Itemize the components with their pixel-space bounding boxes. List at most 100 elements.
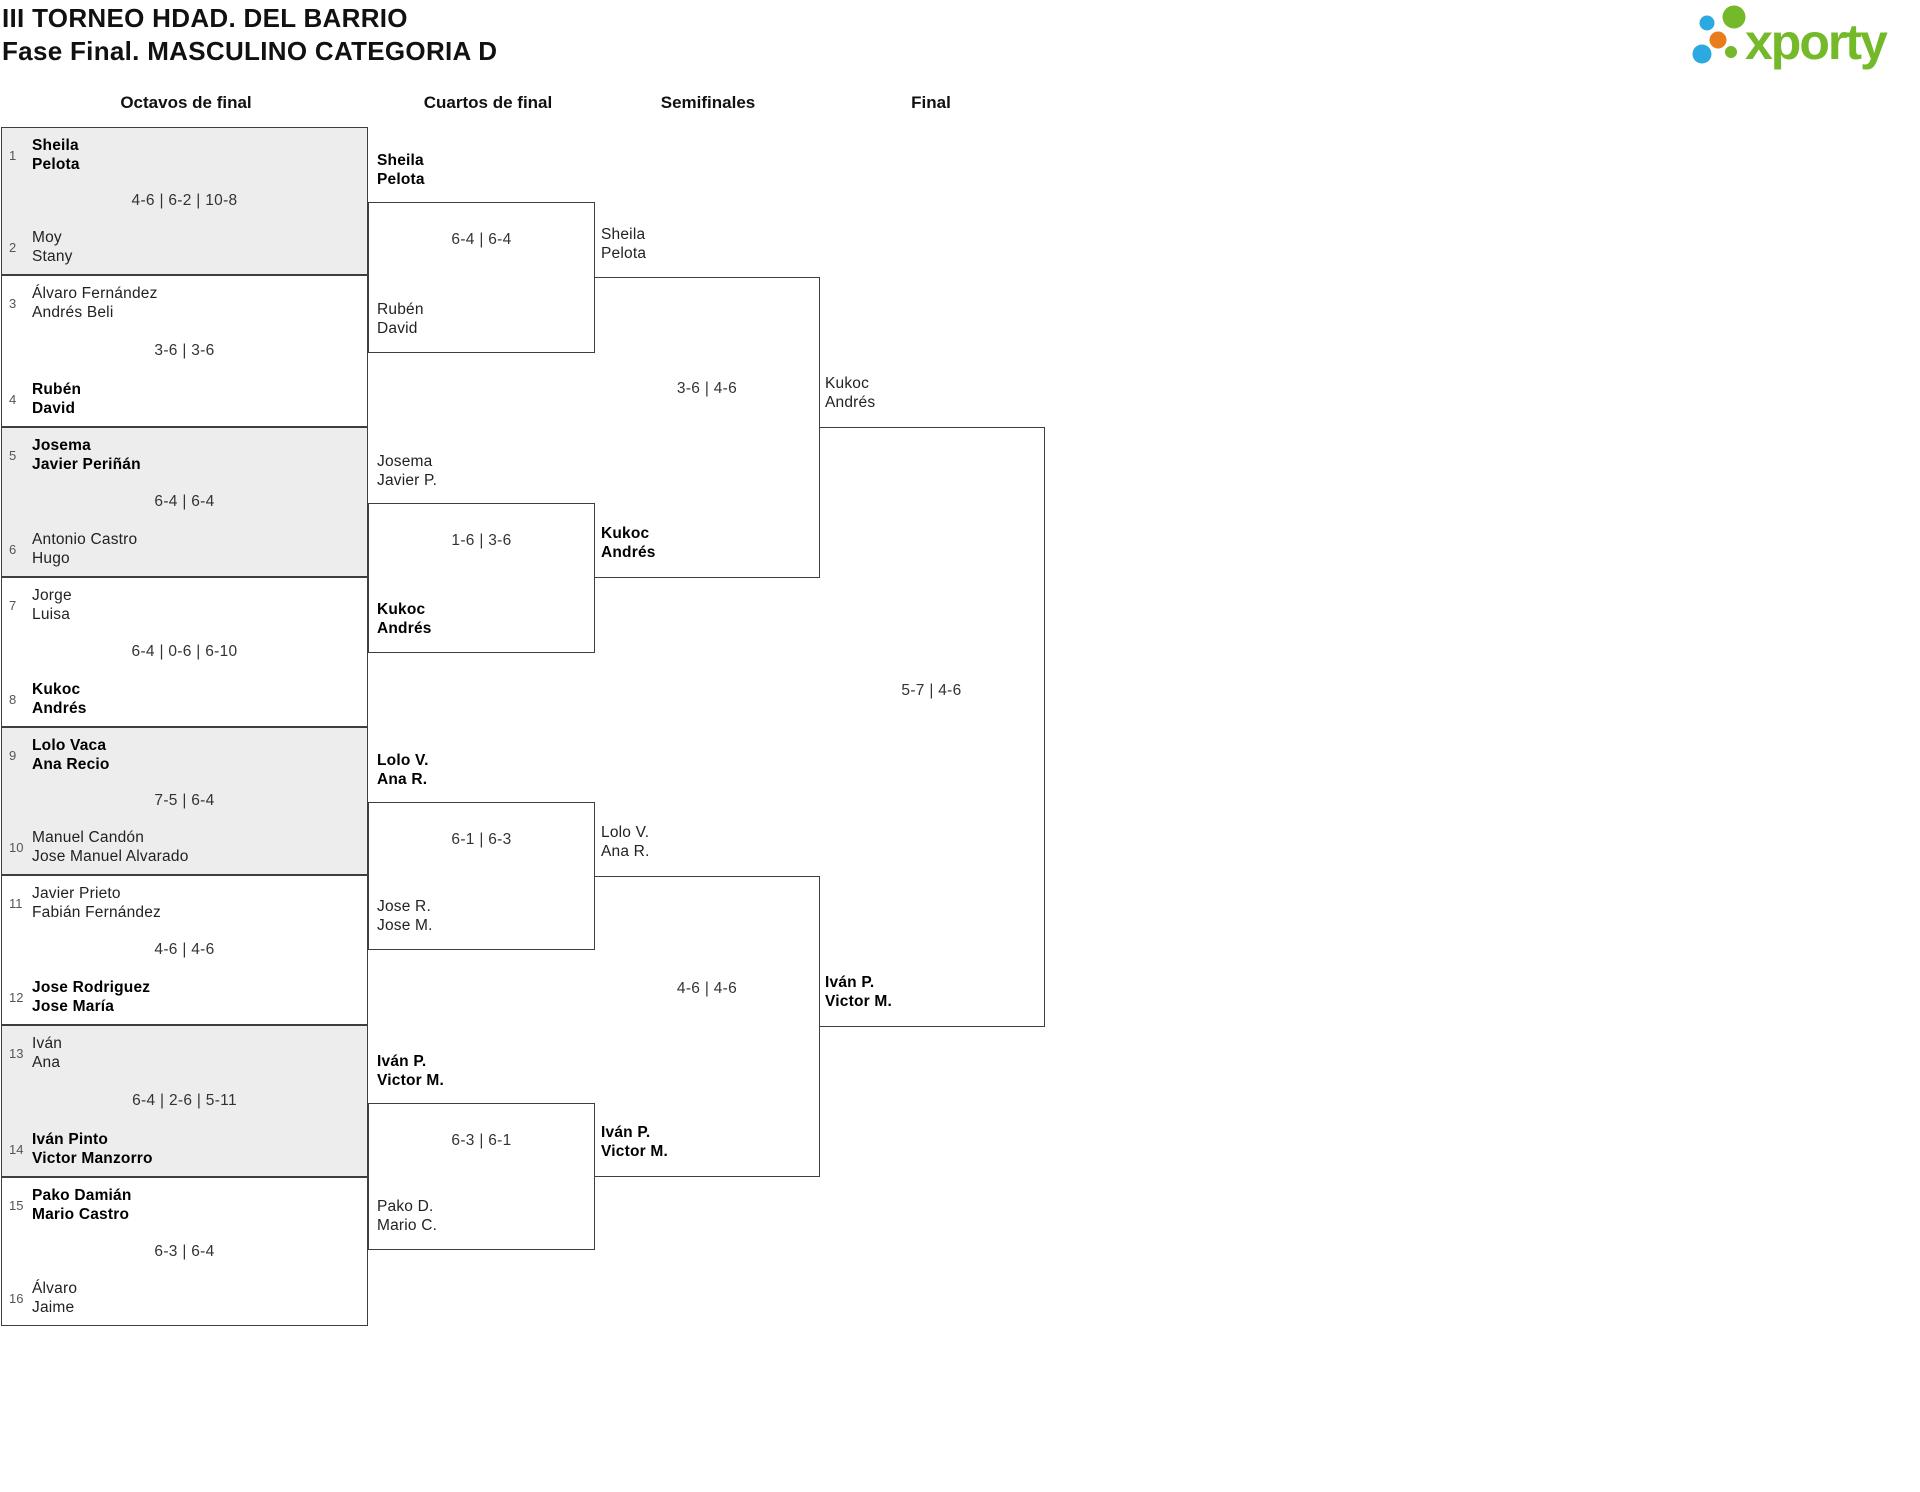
- player-name: Victor M.: [377, 1072, 444, 1089]
- player-name: Javier Periñán: [32, 456, 141, 473]
- player-name: Antonio Castro: [32, 531, 138, 548]
- match-score: 1-6 | 3-6: [451, 532, 512, 549]
- player-name: Rubén: [32, 381, 82, 398]
- match-score: 3-6 | 4-6: [676, 380, 738, 397]
- player-name: Lolo Vaca: [32, 737, 107, 754]
- team-name: Iván P. Victor M.: [601, 1123, 668, 1161]
- player-name: Jose Manuel Alvarado: [32, 848, 189, 865]
- match-score: 6-4 | 2-6 | 5-11: [132, 1092, 237, 1109]
- seed-number: 11: [9, 895, 23, 911]
- player-name: Jaime: [32, 1299, 75, 1316]
- match-score: 4-6 | 4-6: [154, 941, 215, 958]
- player-name: Ana Recio: [32, 756, 110, 773]
- player-name: Andrés Beli: [32, 304, 114, 321]
- team-name: Iván P. Victor M.: [377, 1052, 444, 1090]
- player-name: Josema: [377, 453, 433, 470]
- seed-number: 4: [9, 391, 17, 407]
- seed-number: 2: [9, 239, 17, 255]
- bracket-line: [595, 277, 819, 278]
- match-box-r16-8: 15 Pako Damián Mario Castro 6-3 | 6-4 16…: [1, 1177, 368, 1326]
- player-name: Mario C.: [377, 1217, 438, 1234]
- seed-number: 3: [9, 295, 17, 311]
- round-header-final: Final: [911, 93, 951, 112]
- player-name: Pelota: [32, 156, 80, 173]
- seed-number: 5: [9, 447, 17, 463]
- player-name: Stany: [32, 248, 73, 265]
- player-name: Lolo V.: [377, 752, 429, 769]
- player-name: Kukoc: [32, 681, 81, 698]
- team-name: Jose R. Jose M.: [377, 897, 433, 935]
- player-name: Pako Damián: [32, 1187, 132, 1204]
- player-name: Josema: [32, 437, 91, 454]
- match-box-r16-4: 7 Jorge Luisa 6-4 | 0-6 | 6-10 8 Kukoc A…: [1, 577, 368, 727]
- seed-number: 16: [9, 1290, 24, 1306]
- logo-dot-orange: [1709, 31, 1727, 49]
- player-name: Sheila: [377, 152, 424, 169]
- tournament-title-line1: III TORNEO HDAD. DEL BARRIO: [2, 3, 408, 33]
- bracket-line: [595, 577, 819, 578]
- seed-number: 14: [9, 1141, 24, 1157]
- match-score: 5-7 | 4-6: [901, 682, 962, 699]
- match-box-r16-7: 13 Iván Ana 6-4 | 2-6 | 5-11 14 Iván Pin…: [1, 1025, 368, 1177]
- match-box-qf-4: Iván P. Victor M. 6-3 | 6-1 Pako D. Mari…: [368, 1053, 595, 1250]
- tournament-title-line2: Fase Final. MASCULINO CATEGORIA D: [2, 36, 498, 66]
- seed-number: 12: [9, 989, 24, 1005]
- player-name: Jose M.: [377, 917, 433, 934]
- player-name: Rubén: [377, 301, 424, 318]
- logo-dot-green-small: [1725, 46, 1737, 58]
- match-box-r16-3: 5 Josema Javier Periñán 6-4 | 6-4 6 Anto…: [1, 427, 368, 577]
- player-name: Ana R.: [601, 843, 650, 860]
- player-name: Victor M.: [825, 993, 892, 1010]
- player-name: Jorge: [32, 587, 72, 604]
- team-name: Manuel Candón Jose Manuel Alvarado: [32, 828, 189, 866]
- player-name: Kukoc: [601, 525, 650, 542]
- match-score: 6-4 | 0-6 | 6-10: [131, 643, 238, 660]
- player-name: Sheila: [32, 137, 79, 154]
- player-name: Sheila: [601, 226, 646, 243]
- match-box-r16-2: 3 Álvaro Fernández Andrés Beli 3-6 | 3-6…: [1, 275, 368, 427]
- player-name: Ana: [32, 1054, 61, 1071]
- player-name: Javier Prieto: [32, 885, 121, 902]
- player-name: Andrés: [825, 394, 876, 411]
- match-score: 6-3 | 6-1: [451, 1132, 512, 1149]
- round-header-octavos: Octavos de final: [120, 93, 252, 112]
- seed-number: 7: [9, 597, 17, 613]
- player-name: Jose María: [32, 998, 115, 1015]
- team-name: Kukoc Andrés: [32, 680, 87, 718]
- logo-text: xporty: [1745, 14, 1888, 70]
- team-name: Sheila Pelota: [601, 225, 646, 263]
- team-name: Kukoc Andrés: [825, 374, 875, 412]
- match-score: 7-5 | 6-4: [154, 792, 215, 809]
- team-name: Sheila Pelota: [32, 136, 80, 174]
- team-name: Iván Ana: [32, 1034, 62, 1072]
- team-name: Lolo V. Ana R.: [377, 751, 429, 789]
- player-name: Pelota: [377, 171, 425, 188]
- player-name: Iván P.: [377, 1053, 427, 1070]
- player-name: Lolo V.: [601, 824, 650, 841]
- player-name: Andrés: [32, 700, 87, 717]
- xporty-logo: xporty: [1692, 5, 1890, 70]
- player-name: Victor Manzorro: [32, 1150, 153, 1167]
- logo-dot-blue-small: [1699, 15, 1715, 31]
- seed-number: 1: [9, 147, 17, 163]
- player-name: David: [32, 400, 76, 417]
- round-header-semifinales: Semifinales: [660, 93, 756, 112]
- team-name: Iván Pinto Victor Manzorro: [32, 1130, 153, 1168]
- team-name: Pako D. Mario C.: [377, 1197, 437, 1235]
- player-name: Iván P.: [825, 974, 875, 991]
- player-name: Jose Rodriguez: [32, 979, 151, 996]
- team-name: Pako Damián Mario Castro: [32, 1186, 132, 1224]
- player-name: Kukoc: [377, 601, 426, 618]
- seed-number: 15: [9, 1197, 24, 1213]
- player-name: Javier P.: [377, 472, 438, 489]
- seed-number: 6: [9, 541, 17, 557]
- player-name: Mario Castro: [32, 1206, 130, 1223]
- bracket-line: [819, 427, 1044, 428]
- match-score: 6-4 | 6-4: [451, 231, 512, 248]
- player-name: Moy: [32, 229, 62, 246]
- player-name: Andrés: [377, 620, 432, 637]
- player-name: Hugo: [32, 550, 70, 567]
- team-name: Rubén David: [377, 300, 424, 338]
- player-name: Iván P.: [601, 1124, 651, 1141]
- bracket-line: [1044, 427, 1045, 1027]
